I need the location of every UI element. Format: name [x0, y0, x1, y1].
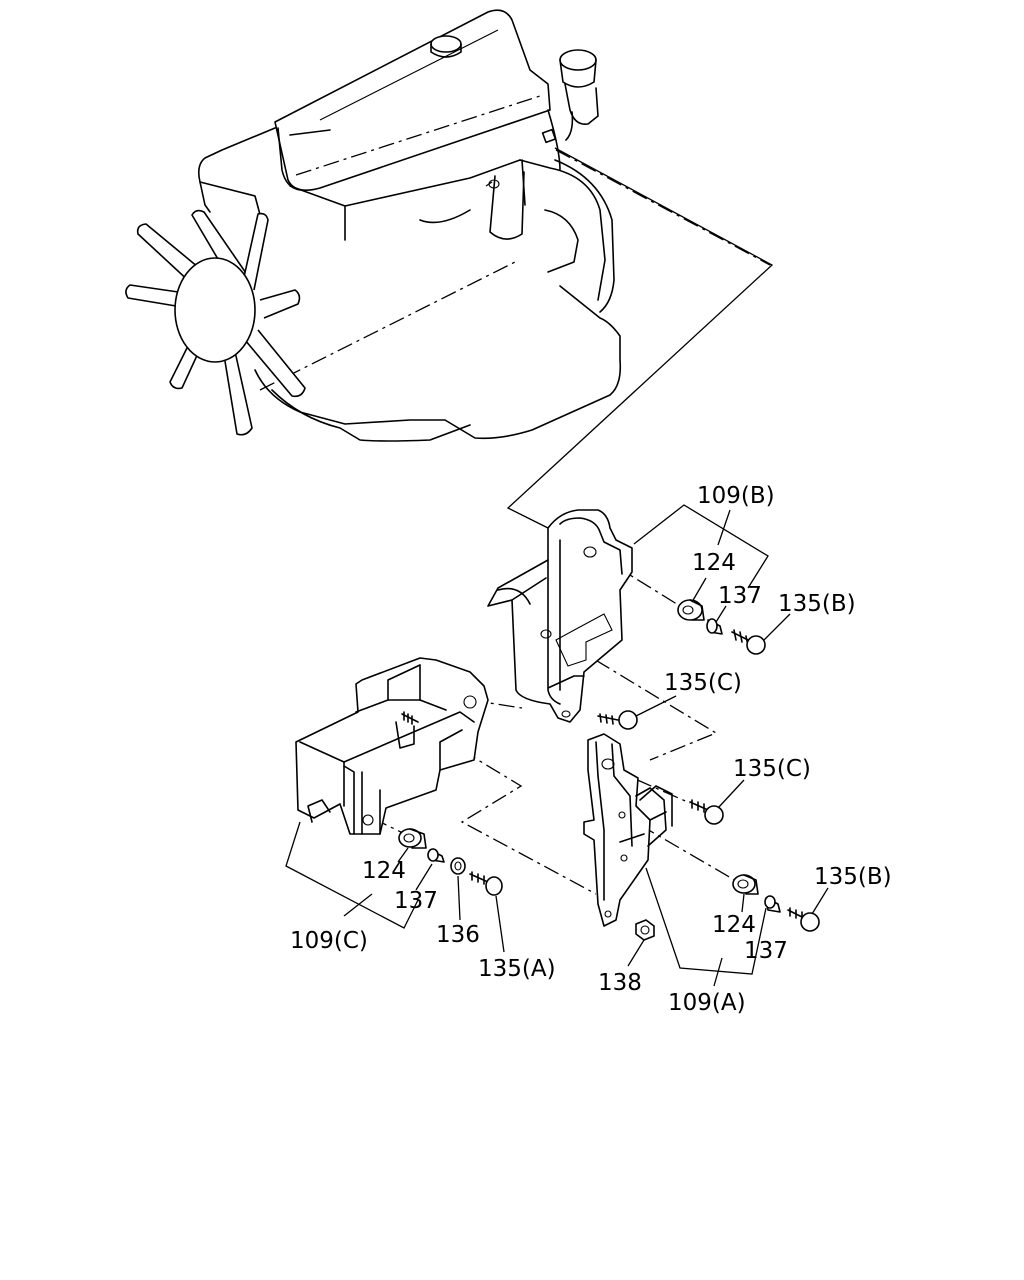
- callout-109c: 109(C): [290, 928, 368, 954]
- collar-137-right: [764, 895, 781, 913]
- callout-124-right: 124: [712, 912, 756, 938]
- hardware-left: [398, 828, 503, 896]
- callout-135b-lower: 135(B): [814, 864, 892, 890]
- breather-pipe: [559, 49, 599, 141]
- bolt-135c-right: [689, 799, 724, 825]
- bracket-109b: [487, 509, 633, 723]
- rubber-bushing-124-right: [732, 874, 759, 895]
- callout-135c-right: 135(C): [733, 756, 811, 782]
- callout-109a: 109(A): [668, 990, 746, 1016]
- bolt-135a: [469, 871, 503, 896]
- rubber-bushing-124-left: [398, 828, 427, 849]
- bolt-135b-upper: [731, 629, 766, 655]
- collar-137-upper: [706, 618, 723, 635]
- engine-block: [198, 109, 622, 442]
- bolt-135c-middle: [597, 710, 638, 730]
- collar-137-left: [427, 848, 445, 863]
- callout-137-left: 137: [394, 888, 438, 914]
- callout-109b: 109(B): [697, 483, 775, 509]
- oil-filler-cap: [430, 35, 462, 58]
- bolt-135b-lower: [787, 907, 820, 932]
- cooling-fan: [125, 209, 306, 436]
- callout-135b-upper: 135(B): [778, 591, 856, 617]
- callout-137-upper: 137: [718, 583, 762, 609]
- engine-illustration: [125, 9, 622, 442]
- hardware-upper: [597, 599, 766, 730]
- callout-124-left: 124: [362, 858, 406, 884]
- callout-135a: 135(A): [478, 956, 556, 982]
- nut-138: [635, 919, 655, 941]
- callout-138: 138: [598, 970, 642, 996]
- hardware-right: [635, 799, 820, 941]
- callout-135c-middle: 135(C): [664, 670, 742, 696]
- bracket-109a: [583, 733, 673, 927]
- leader-lines: [285, 504, 829, 987]
- washer-136: [450, 857, 466, 875]
- callout-124-upper: 124: [692, 550, 736, 576]
- callout-136: 136: [436, 922, 480, 948]
- bracket-109c: [295, 657, 489, 835]
- callout-137-right: 137: [744, 938, 788, 964]
- rubber-bushing-124-upper: [677, 599, 705, 621]
- callout-labels: 109(B) 124 137 135(B) 135(C) 135(C) 124 …: [290, 483, 892, 1016]
